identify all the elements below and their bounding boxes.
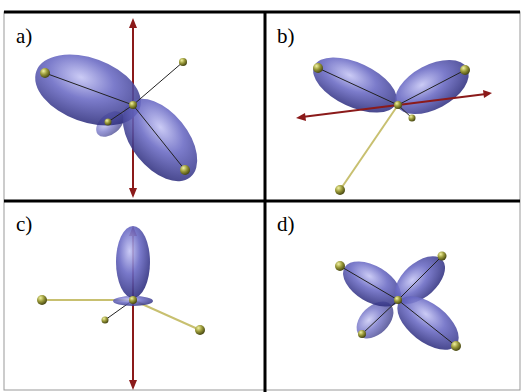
- panel-a-art: [25, 18, 212, 198]
- frame-top: [4, 11, 520, 14]
- panel-b-art: [296, 46, 492, 195]
- panel-divider: [4, 200, 520, 203]
- panel-label: c): [16, 214, 32, 235]
- frame: [4, 12, 520, 390]
- panel-label: b): [277, 26, 295, 47]
- panel-label: a): [16, 26, 32, 47]
- panel-d-art: [335, 247, 468, 360]
- panel-c-art: [37, 226, 205, 390]
- panel-label: d): [277, 214, 295, 235]
